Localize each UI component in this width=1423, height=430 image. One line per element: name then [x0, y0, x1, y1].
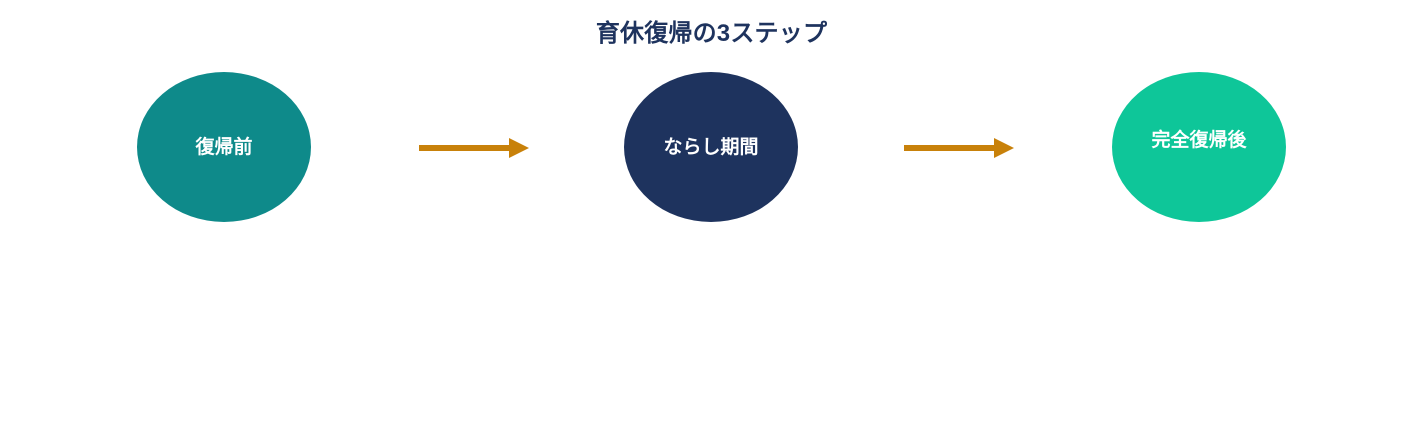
flow-step-label-1: 復帰前 [195, 136, 253, 158]
page-title: 育休復帰の3ステップ [595, 20, 828, 47]
flow-arrow-1-to-2 [419, 132, 529, 164]
flow-arrow-2-to-3 [904, 132, 1014, 164]
flow-step-node-1[interactable]: 復帰前 [137, 72, 311, 222]
flow-step-label-2: ならし期間 [663, 136, 759, 158]
arrow-right-icon [419, 138, 529, 158]
flow-step-label-3: 完全復帰後 [1151, 130, 1247, 151]
flow-step-node-3[interactable]: 完全復帰後 [1112, 72, 1286, 222]
flow-step-node-2[interactable]: ならし期間 [624, 72, 798, 222]
arrow-right-icon [904, 138, 1014, 158]
